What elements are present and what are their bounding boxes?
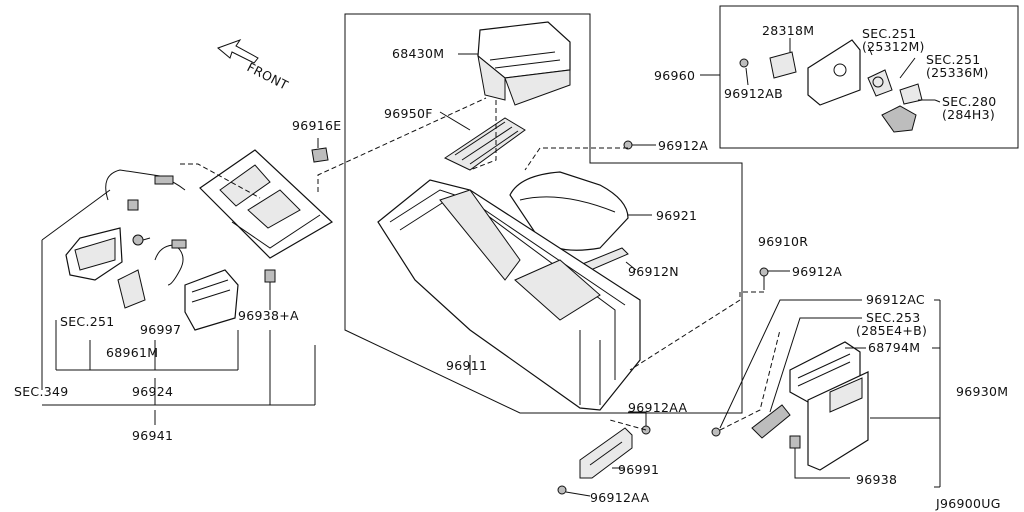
outlet-cap-part <box>899 83 923 105</box>
label-68794M: 68794M <box>868 340 920 355</box>
dash-screw-top <box>524 147 628 171</box>
figure-code: J96900UG <box>935 496 1001 511</box>
leader-sec253 <box>769 317 862 413</box>
power-outlet-part <box>867 69 893 97</box>
socket-panel-part <box>807 39 861 106</box>
leader-96912AA-mid <box>628 411 647 426</box>
leader-96912AA-bot <box>565 491 591 497</box>
rear-cover-part <box>807 371 869 471</box>
screw-icon <box>623 140 645 150</box>
label-96924: 96924 <box>132 384 173 399</box>
socket-part <box>154 239 187 286</box>
top-right-group-frame <box>719 5 1019 149</box>
label-sec253-sub: (285E4+B) <box>856 323 927 338</box>
label-96938A: 96938+A <box>238 308 299 323</box>
label-sec251b-sub: (25336M) <box>926 65 989 80</box>
clip-96938-part <box>789 435 801 449</box>
console-body-part <box>377 179 641 411</box>
label-96912A-mid: 96912A <box>792 264 842 279</box>
label-sec253: SEC.253 <box>866 310 921 325</box>
armrest-lid-part <box>477 21 571 106</box>
screw-icon <box>759 267 769 290</box>
connector-sec253-part <box>751 404 791 439</box>
label-96930M: 96930M <box>956 384 1008 399</box>
bracket-96930M <box>932 299 941 488</box>
label-96997: 96997 <box>140 322 181 337</box>
dash-screw-aa <box>609 419 647 431</box>
label-28318M: 28318M <box>762 23 814 38</box>
label-96921: 96921 <box>656 208 697 223</box>
dash-screw-mid <box>629 291 764 371</box>
label-96912AC: 96912AC <box>866 292 925 307</box>
lid-96997-part <box>184 269 239 331</box>
bracket-68961M-part <box>117 269 146 309</box>
bolt-96912AB-icon <box>739 58 749 86</box>
dash-finisher <box>180 163 261 199</box>
label-96912A-top: 96912A <box>658 138 708 153</box>
label-96938: 96938 <box>856 472 897 487</box>
label-68430M: 68430M <box>392 46 444 61</box>
label-96912AA-mid: 96912AA <box>628 400 687 415</box>
dash-96912AC <box>719 329 781 431</box>
label-96912AB: 96912AB <box>724 86 783 101</box>
label-96916E: 96916E <box>292 118 341 133</box>
dash-lid <box>469 100 497 171</box>
usb-connector-part <box>881 105 917 133</box>
screw-icon <box>711 427 721 437</box>
label-sec251a: SEC.251 <box>862 26 917 41</box>
front-arrow-icon <box>217 39 259 64</box>
label-sec251a-sub: (25312M) <box>862 39 925 54</box>
label-96941: 96941 <box>132 428 173 443</box>
label-96911: 96911 <box>446 358 487 373</box>
label-96960: 96960 <box>654 68 695 83</box>
clip-96916E-part <box>311 147 329 163</box>
bracket-96991-part <box>579 427 633 479</box>
label-68961M: 68961M <box>106 345 158 360</box>
label-96912N: 96912N <box>628 264 679 279</box>
label-sec280-sub: (284H3) <box>942 107 995 122</box>
label-96950F: 96950F <box>384 106 433 121</box>
dash-96916E <box>317 97 487 192</box>
bulb-icon <box>132 234 151 246</box>
front-label: FRONT <box>245 59 291 92</box>
tree-96924 <box>55 320 239 371</box>
clip-96938A-part <box>264 269 276 283</box>
leader-96950F <box>439 111 471 131</box>
label-sec251b: SEC.251 <box>926 52 981 67</box>
leader-96912AC <box>719 299 862 429</box>
label-sec251-left: SEC.251 <box>60 314 115 329</box>
screw-icon <box>557 485 567 495</box>
leader-96912N <box>625 261 637 271</box>
switch-28318M-part <box>769 51 797 79</box>
leaders-sec-top <box>867 44 941 103</box>
leader-96938 <box>794 448 850 479</box>
label-sec280: SEC.280 <box>942 94 997 109</box>
tree-96941 <box>42 330 316 406</box>
center-group-frame <box>344 13 743 414</box>
ashtray-part <box>65 227 123 281</box>
label-96912AA-bot: 96912AA <box>590 490 649 505</box>
label-96910R: 96910R <box>758 234 808 249</box>
left-bracket-top <box>41 189 111 241</box>
label-sec349: SEC.349 <box>14 384 69 399</box>
console-finisher-part <box>199 149 333 259</box>
label-96991: 96991 <box>618 462 659 477</box>
switch-panel-part <box>443 117 526 171</box>
wire-harness-part <box>105 169 186 211</box>
